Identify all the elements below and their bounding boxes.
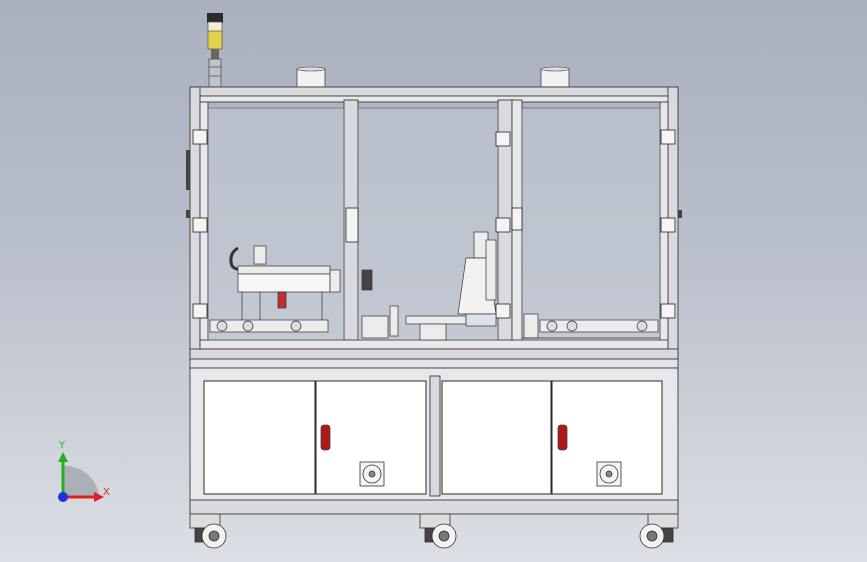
door-hinges <box>192 129 676 319</box>
glass-panels <box>207 107 661 341</box>
caster-wheels <box>189 513 679 549</box>
axis-label-x: X <box>103 487 110 498</box>
door-handle-left <box>320 424 331 451</box>
axis-triad <box>58 452 104 502</box>
left-mechanism <box>209 245 341 333</box>
signal-tower <box>207 13 223 88</box>
cabinet-door-1 <box>203 380 316 495</box>
center-mechanism <box>361 231 497 341</box>
cabinet-doors[interactable] <box>203 380 663 495</box>
right-mechanism <box>522 313 660 339</box>
roof-fan-right <box>540 66 570 88</box>
cabinet-vents <box>359 461 622 487</box>
side-latches <box>186 150 682 218</box>
axis-label-y: Y <box>59 440 66 451</box>
cabinet-door-3 <box>441 380 552 495</box>
roof-fan-left <box>296 66 326 88</box>
door-handles[interactable] <box>320 424 568 451</box>
door-handle-right <box>557 424 568 451</box>
